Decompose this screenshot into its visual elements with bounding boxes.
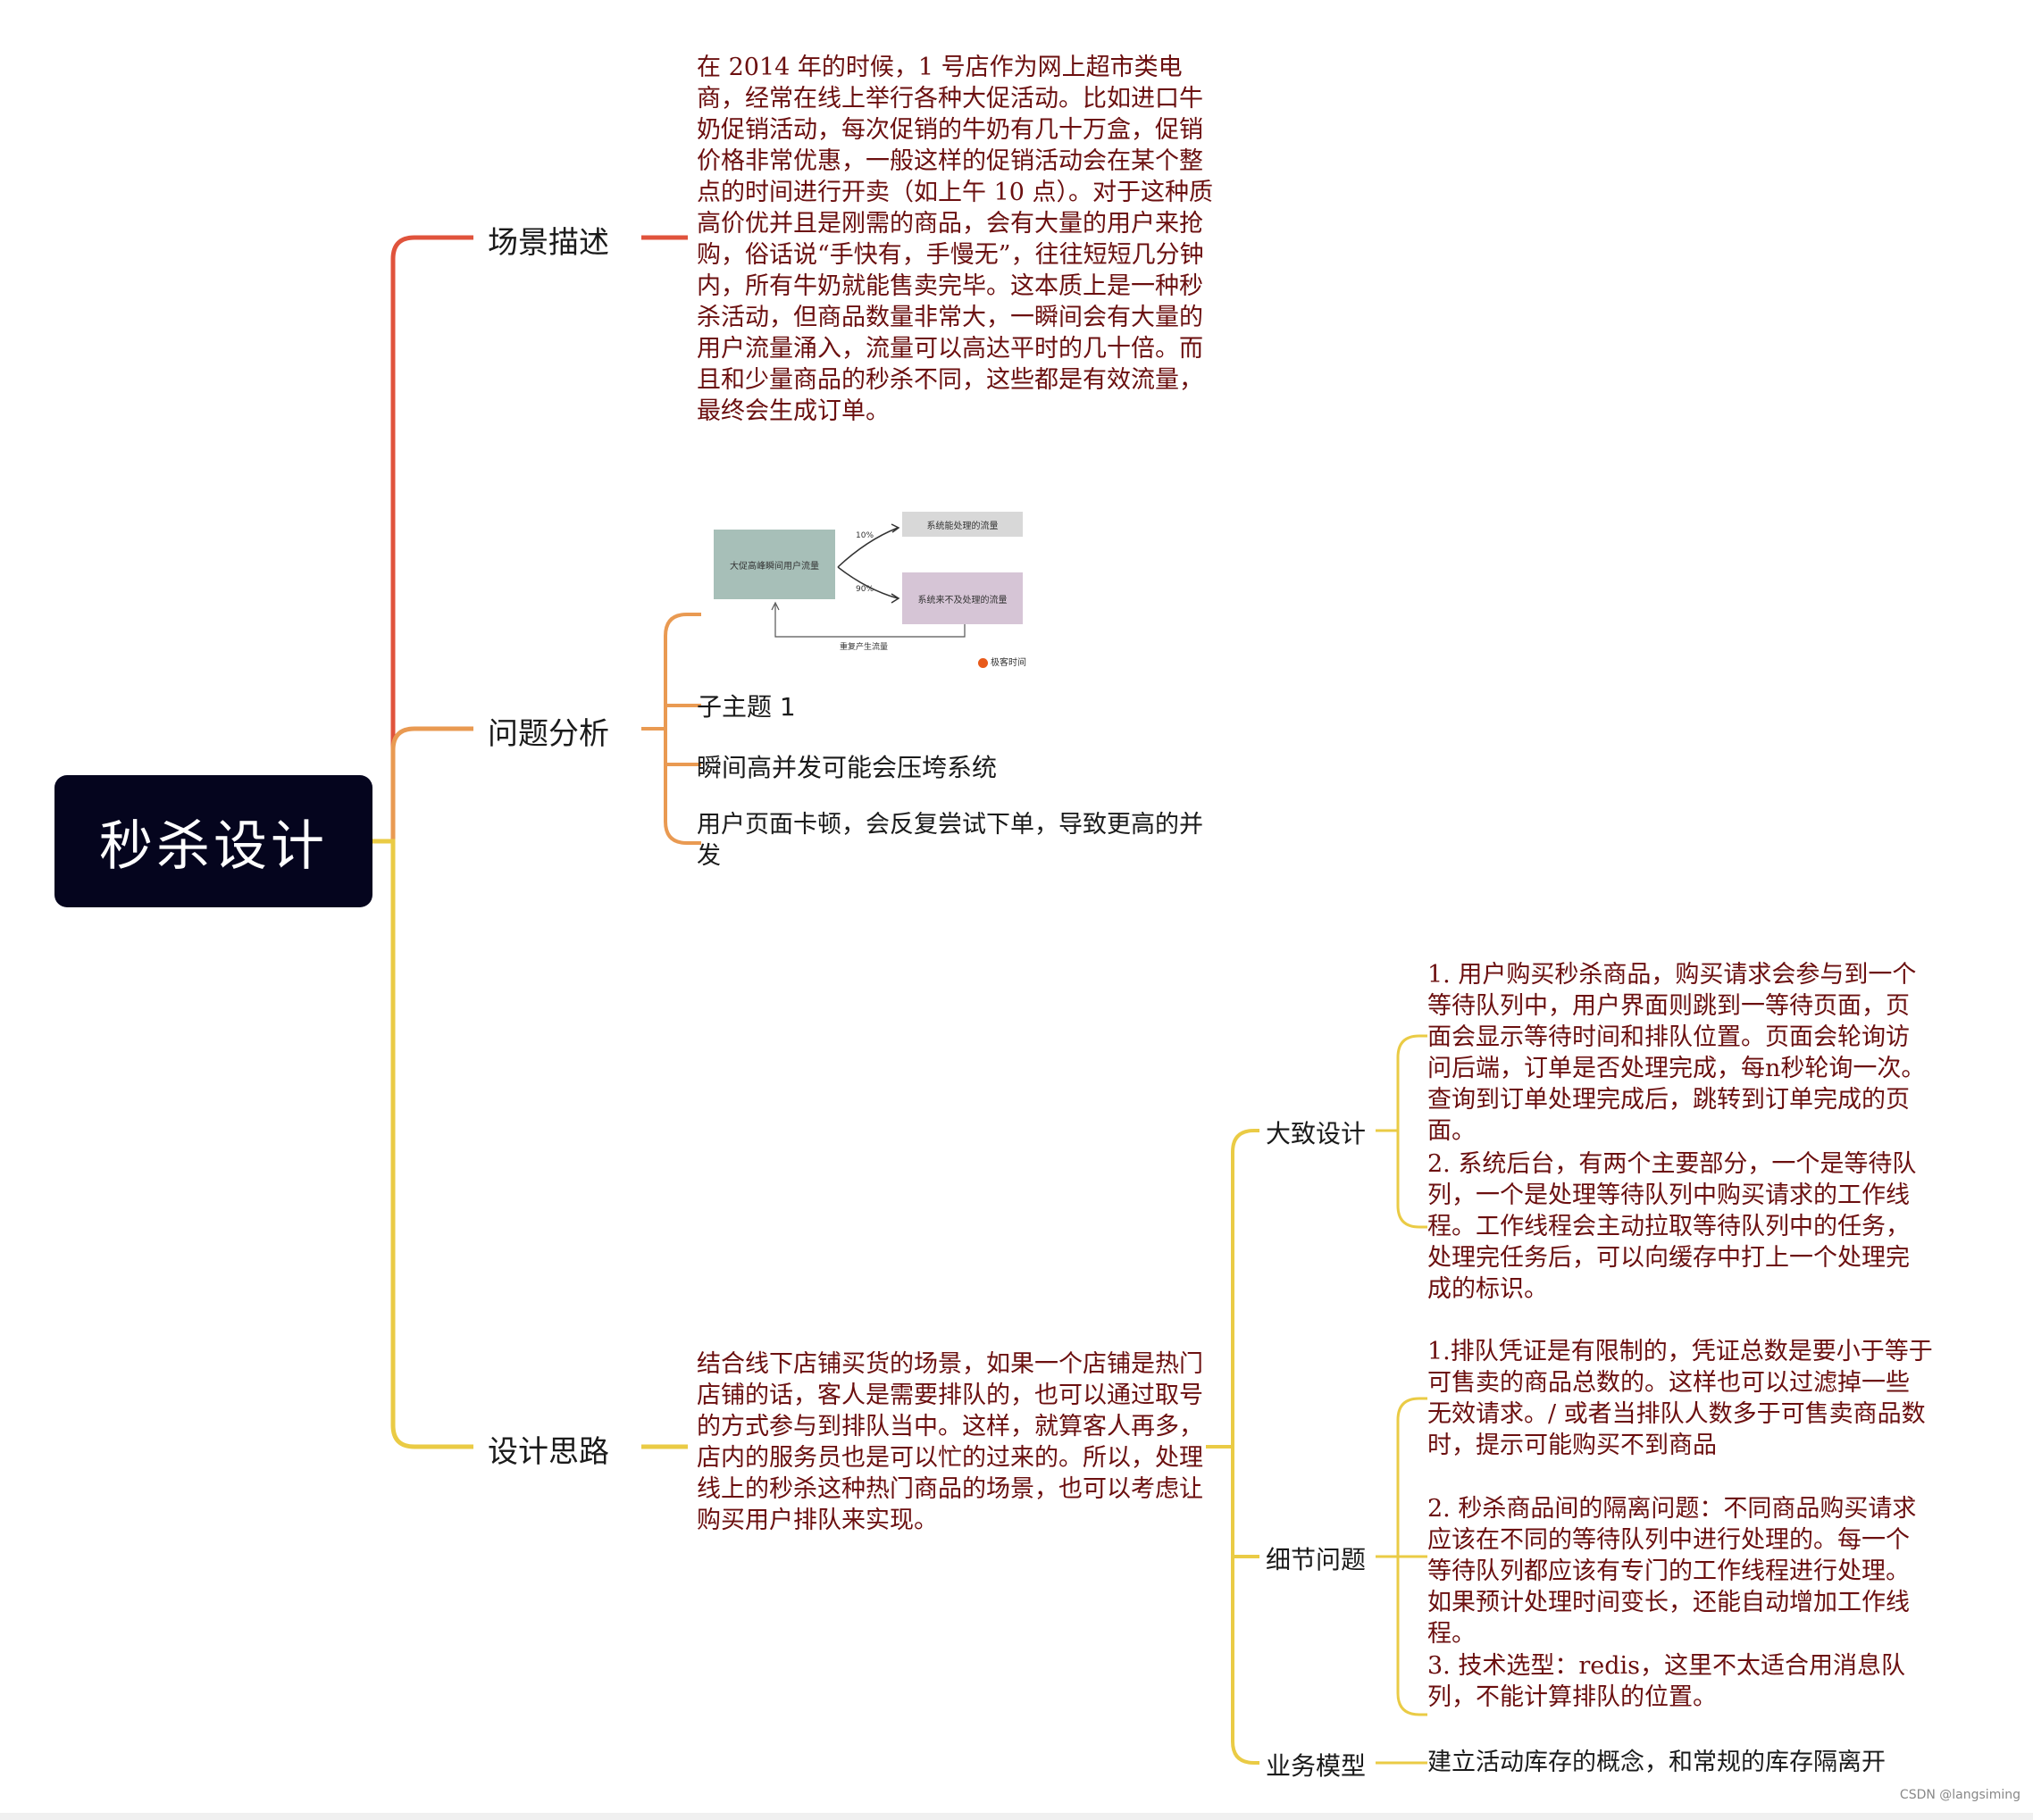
problem-item-2[interactable]: 瞬间高并发可能会压垮系统 xyxy=(697,753,998,782)
overview-bracket xyxy=(1376,1034,1427,1229)
geektime-logo: 极客时间 xyxy=(978,655,1026,668)
unhandled-box: 系统来不及处理的流量 xyxy=(902,572,1023,624)
overview-item-2: 2. 系统后台，有两个主要部分，一个是等待队列，一个是处理等待队列中购买请求的工… xyxy=(1427,1150,1917,1303)
figure-arrows xyxy=(771,523,966,638)
traffic-flow-figure: 大促高峰瞬间用户流量 系统能处理的流量 系统来不及处理的流量 10% 90% 重… xyxy=(706,505,1045,674)
logo-icon xyxy=(978,657,988,668)
bottom-bar xyxy=(0,1813,2033,1820)
details-bracket xyxy=(1376,1397,1427,1716)
topic-problem[interactable]: 问题分析 xyxy=(488,716,609,752)
problem-item-3[interactable]: 用户页面卡顿，会反复尝试下单，导致更高的并发 xyxy=(697,811,1203,870)
problem-item-1[interactable]: 子主题 1 xyxy=(697,692,796,722)
design-bracket xyxy=(1206,1129,1259,1765)
logo-text: 极客时间 xyxy=(991,658,1026,668)
subtopic-details[interactable]: 细节问题 xyxy=(1266,1545,1367,1574)
root-node[interactable]: 秒杀设计 xyxy=(54,775,372,907)
handled-box: 系统能处理的流量 xyxy=(902,512,1023,537)
watermark: CSDN @langsiming xyxy=(1899,1788,2020,1802)
source-box: 大促高峰瞬间用户流量 xyxy=(714,530,835,599)
branch-design xyxy=(372,839,473,1449)
topic-design[interactable]: 设计思路 xyxy=(488,1434,609,1470)
details-item-1: 1.排队凭证是有限制的，凭证总数是要小于等于可售卖的商品总数的。这样也可以过滤掉… xyxy=(1427,1338,1933,1459)
branch-scene xyxy=(372,235,473,844)
retry-label: 重复产生流量 xyxy=(840,643,889,652)
design-text: 结合线下店铺买货的场景，如果一个店铺是热门店铺的话，客人是需要排队的，也可以通过… xyxy=(697,1350,1203,1534)
topic-scene[interactable]: 场景描述 xyxy=(488,225,609,261)
pct-handled: 10% xyxy=(856,531,874,540)
problem-bracket xyxy=(641,613,701,845)
details-item-3: 3. 技术选型：redis，这里不太适合用消息队列，不能计算排队的位置。 xyxy=(1427,1652,1906,1711)
root-title: 秒杀设计 xyxy=(99,814,328,878)
overview-item-1: 1. 用户购买秒杀商品，购买请求会参与到一个等待队列中，用户界面则跳到一等待页面… xyxy=(1427,961,1926,1145)
subtopic-model[interactable]: 业务模型 xyxy=(1266,1751,1367,1781)
model-text: 建立活动库存的概念，和常规的库存隔离开 xyxy=(1427,1749,1886,1776)
details-item-2: 2. 秒杀商品间的隔离问题：不同商品购买请求应该在不同的等待队列中进行处理的。每… xyxy=(1427,1495,1917,1648)
subtopic-overview[interactable]: 大致设计 xyxy=(1266,1119,1367,1148)
pct-unhandled: 90% xyxy=(856,585,874,594)
branch-problem xyxy=(372,726,473,844)
scene-text: 在 2014 年的时候，1 号店作为网上超市类电商，经常在线上举行各种大促活动。… xyxy=(697,54,1214,425)
